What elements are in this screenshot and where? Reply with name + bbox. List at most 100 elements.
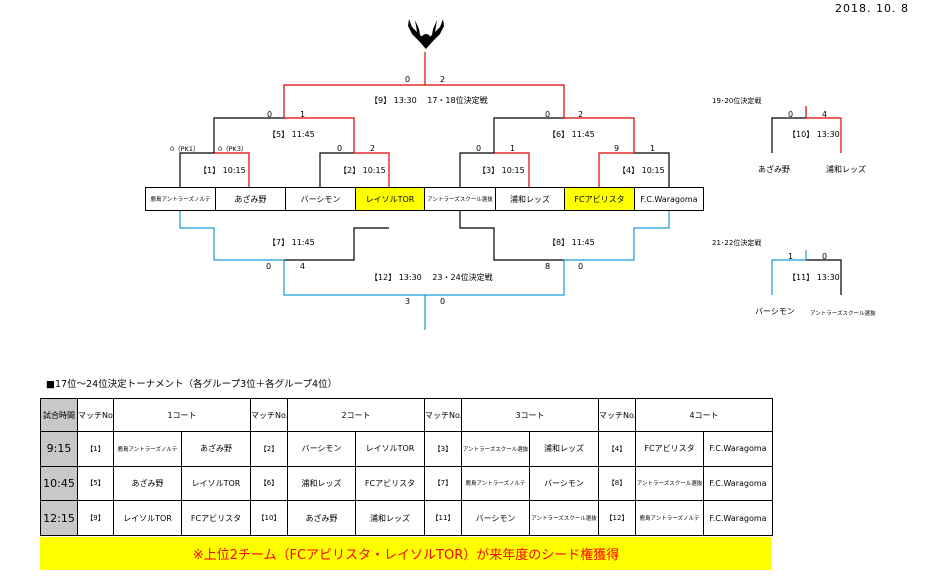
- tournament-bracket: 0（PK1） 0（PK3） 【1】 10:15 0 2 【2】 10:15 0 …: [170, 19, 842, 330]
- match-no: 【12】: [598, 500, 636, 536]
- away-team: F.C.Waragoma: [703, 500, 773, 536]
- team-box-fc-abilista: FCアビリスタ: [564, 187, 635, 211]
- team-box-persimmon: バーシモン: [285, 187, 356, 211]
- home-team: あざみ野: [113, 465, 182, 502]
- m5-score-left: 0: [267, 110, 272, 119]
- home-team: 鹿島アントラーズノルテ: [113, 431, 182, 467]
- table-row: 12:15 【9】 レイソルTOR FCアビリスタ 【10】 あざみ野 浦和レッ…: [40, 500, 773, 536]
- home-team: 鹿島アントラーズノルテ: [635, 500, 704, 536]
- m11-score-left: 1: [788, 252, 793, 261]
- home-team: 鹿島アントラーズノルテ: [461, 465, 530, 502]
- match-no: 【6】: [250, 465, 288, 502]
- m8-score-left: 8: [545, 262, 550, 271]
- header-time: 試合時間: [40, 398, 78, 432]
- m2-score-right: 2: [370, 144, 375, 153]
- home-team: 浦和レッズ: [287, 465, 356, 502]
- match-no: 【9】: [77, 500, 114, 536]
- antler-emblem-icon: [408, 19, 444, 49]
- m12-score-left: 3: [405, 297, 410, 306]
- match-no: 【2】: [250, 431, 288, 467]
- team-box-fc-waragoma: F.C.Waragoma: [634, 187, 704, 211]
- header-court-1: 1コート: [113, 398, 251, 432]
- home-team: バーシモン: [287, 431, 356, 467]
- match-no: 【4】: [598, 431, 636, 467]
- m11-team-left: バーシモン: [755, 307, 795, 316]
- home-team: FCアビリスタ: [635, 431, 704, 467]
- m2-score-left: 0: [337, 144, 342, 153]
- away-team: レイソルTOR: [355, 431, 425, 467]
- away-team: レイソルTOR: [181, 465, 251, 502]
- m1-score-right: 0（PK3）: [218, 145, 247, 153]
- team-box-kashima-norte: 鹿島アントラーズノルテ: [145, 187, 216, 211]
- section-title: ■17位～24位決定トーナメント（各グループ3位＋各グループ4位）: [46, 379, 338, 390]
- home-team: バーシモン: [461, 500, 530, 536]
- away-team: FCアビリスタ: [355, 465, 425, 502]
- header-match-no: マッチNo.: [598, 398, 636, 432]
- away-team: バーシモン: [529, 465, 599, 502]
- header-court-3: 3コート: [461, 398, 599, 432]
- m10-title: 19･20位決定戦: [712, 96, 761, 105]
- m7-score-left: 0: [266, 262, 271, 271]
- m3-score-right: 1: [510, 144, 515, 153]
- m10-team-left: あざみ野: [758, 165, 790, 174]
- date-label: 2018. 10. 8: [835, 2, 909, 15]
- header-match-no: マッチNo.: [77, 398, 114, 432]
- m11-team-right: アントラーズスクール選抜: [810, 311, 876, 317]
- m1-label: 【1】 10:15: [199, 166, 246, 175]
- m10-label: 【10】 13:30: [788, 130, 840, 139]
- match-no: 【10】: [250, 500, 288, 536]
- away-team: アントラーズスクール選抜: [529, 500, 599, 536]
- m5-label: 【5】 11:45: [268, 130, 315, 139]
- header-match-no: マッチNo.: [250, 398, 288, 432]
- m3-score-left: 0: [476, 144, 481, 153]
- m9-label: 【9】 13:30 17・18位決定戦: [370, 95, 488, 105]
- row-time: 12:15: [40, 500, 78, 536]
- match-no: 【5】: [77, 465, 114, 502]
- m1-score-left: 0（PK1）: [170, 145, 199, 153]
- header-court-2: 2コート: [287, 398, 425, 432]
- m4-score-right: 1: [650, 144, 655, 153]
- home-team: レイソルTOR: [113, 500, 182, 536]
- m11-title: 21･22位決定戦: [712, 238, 761, 247]
- team-box-antlers-school: アントラーズスクール選抜: [424, 187, 496, 211]
- m10-score-right: 4: [822, 110, 827, 119]
- home-team: アントラーズスクール選抜: [461, 431, 530, 467]
- m9-score-left: 0: [405, 75, 410, 84]
- m9-score-right: 2: [440, 75, 445, 84]
- away-team: 浦和レッズ: [529, 431, 599, 467]
- m4-score-left: 9: [614, 144, 619, 153]
- m4-label: 【4】 10:15: [618, 166, 665, 175]
- team-box-reysol-tor: レイソルTOR: [355, 187, 425, 211]
- m11-label: 【11】 13:30: [788, 273, 840, 282]
- m6-score-right: 2: [578, 110, 583, 119]
- m6-label: 【6】 11:45: [548, 130, 595, 139]
- m2-label: 【2】 10:15: [339, 166, 386, 175]
- m10-team-right: 浦和レッズ: [826, 165, 866, 174]
- m5-score-right: 1: [300, 110, 305, 119]
- home-team: あざみ野: [287, 500, 356, 536]
- table-row: 10:45 【5】 あざみ野 レイソルTOR 【6】 浦和レッズ FCアビリスタ…: [40, 465, 773, 502]
- away-team: F.C.Waragoma: [703, 465, 773, 502]
- table-row: 9:15 【1】 鹿島アントラーズノルテ あざみ野 【2】 バーシモン レイソル…: [40, 431, 773, 467]
- match-no: 【7】: [424, 465, 462, 502]
- m10-score-left: 0: [788, 110, 793, 119]
- team-box-azamino: あざみ野: [215, 187, 286, 211]
- match-no: 【8】: [598, 465, 636, 502]
- m8-label: 【8】 11:45: [548, 238, 595, 247]
- m8-score-right: 0: [578, 262, 583, 271]
- m7-label: 【7】 11:45: [268, 238, 315, 247]
- m12-label: 【12】 13:30 23・24位決定戦: [370, 272, 493, 282]
- m7-score-right: 4: [300, 262, 305, 271]
- m6-score-left: 0: [545, 110, 550, 119]
- away-team: 浦和レッズ: [355, 500, 425, 536]
- row-time: 9:15: [40, 431, 78, 467]
- seed-notice: ※上位2チーム（FCアビリスタ・レイソルTOR）が来年度のシード権獲得: [40, 537, 772, 570]
- match-no: 【1】: [77, 431, 114, 467]
- header-match-no: マッチNo.: [424, 398, 462, 432]
- match-no: 【11】: [424, 500, 462, 536]
- row-time: 10:45: [40, 465, 78, 502]
- team-box-urawa-reds: 浦和レッズ: [495, 187, 565, 211]
- m12-score-right: 0: [440, 297, 445, 306]
- match-no: 【3】: [424, 431, 462, 467]
- schedule-header-row: 試合時間 マッチNo. 1コート マッチNo. 2コート マッチNo. 3コート…: [40, 398, 773, 432]
